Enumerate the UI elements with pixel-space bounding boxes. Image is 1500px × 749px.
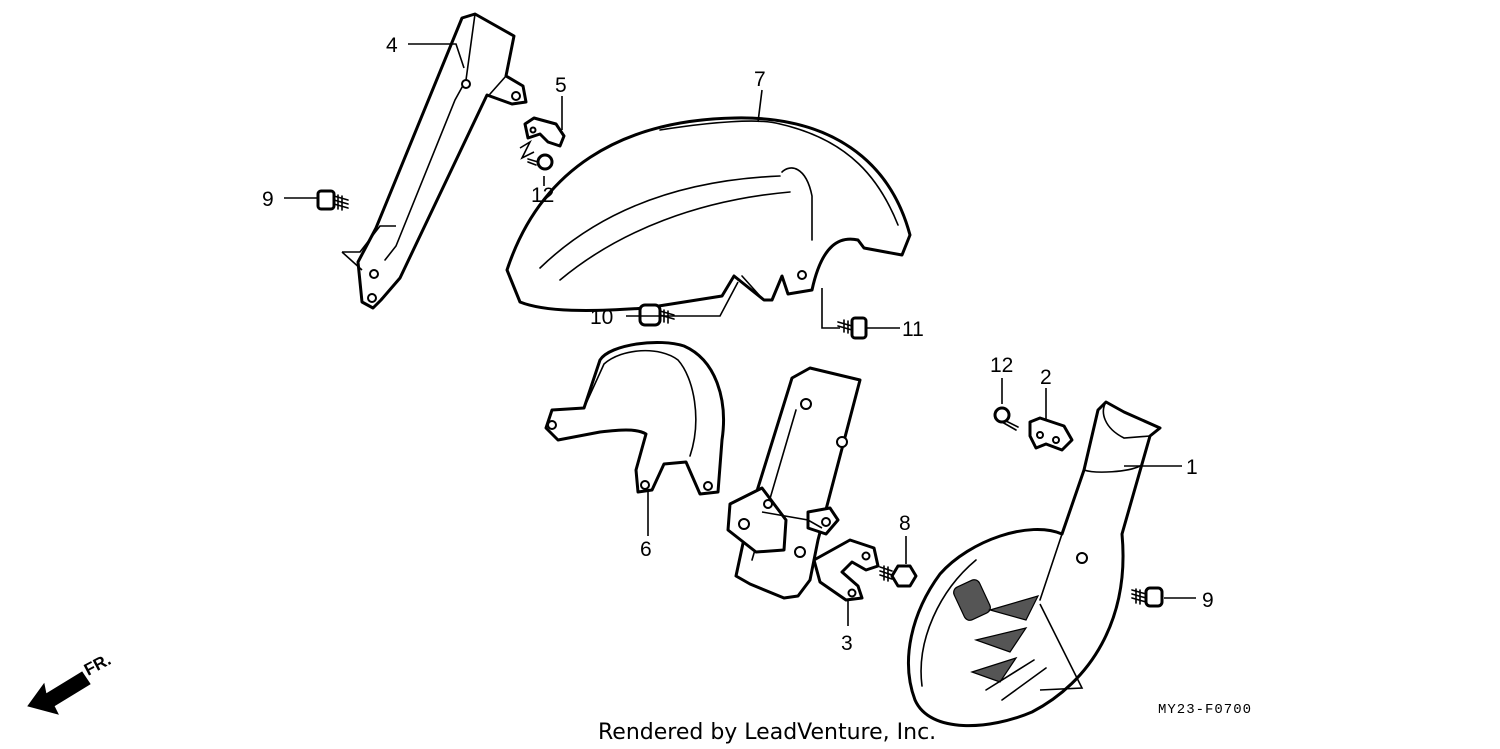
callout-2: 2 — [1040, 366, 1052, 389]
callout-6: 6 — [640, 538, 652, 561]
callout-9-right: 9 — [1202, 589, 1214, 612]
part-10-bolt[interactable] — [638, 303, 675, 327]
callout-5: 5 — [555, 74, 567, 97]
part-12-screw-right[interactable] — [993, 406, 1019, 431]
drawing-code: MY23-F0700 — [1158, 702, 1252, 718]
part-3-clamp[interactable] — [812, 538, 880, 602]
footer-credit: Rendered by LeadVenture, Inc. — [598, 720, 936, 745]
callout-11: 11 — [902, 318, 924, 341]
callout-1: 1 — [1186, 456, 1198, 479]
part-9-bolt-right[interactable] — [1131, 586, 1164, 608]
callout-3: 3 — [841, 632, 853, 655]
front-direction-arrow: FR. — [27, 650, 114, 715]
part-12-screw-upper[interactable] — [527, 153, 554, 171]
callouts: 4 5 12 9 7 10 11 12 2 1 8 6 3 9 — [262, 34, 1214, 655]
part-9-bolt-left[interactable] — [316, 189, 349, 211]
part-7-front-fender[interactable] — [505, 116, 912, 312]
part-8-bolt[interactable] — [879, 564, 918, 588]
callout-8: 8 — [899, 512, 911, 535]
callout-12-right: 12 — [990, 354, 1013, 377]
callout-9-left: 9 — [262, 188, 274, 211]
callout-12-upper: 12 — [531, 184, 554, 207]
part-11-bolt[interactable] — [837, 316, 868, 340]
fork-leg-reference — [726, 366, 862, 600]
part-4-fork-cover[interactable] — [356, 12, 528, 310]
part-6-fender-stay[interactable] — [544, 340, 725, 496]
callout-4: 4 — [386, 34, 398, 57]
callout-7: 7 — [754, 68, 766, 91]
callout-10: 10 — [590, 306, 613, 329]
part-5-clip[interactable] — [523, 116, 566, 148]
part-1-disc-cover[interactable] — [907, 400, 1162, 727]
leader-lines — [284, 43, 1196, 691]
part-2-clip[interactable] — [1028, 416, 1074, 452]
direction-label: FR. — [81, 650, 114, 680]
arrow-left-icon — [27, 671, 91, 715]
